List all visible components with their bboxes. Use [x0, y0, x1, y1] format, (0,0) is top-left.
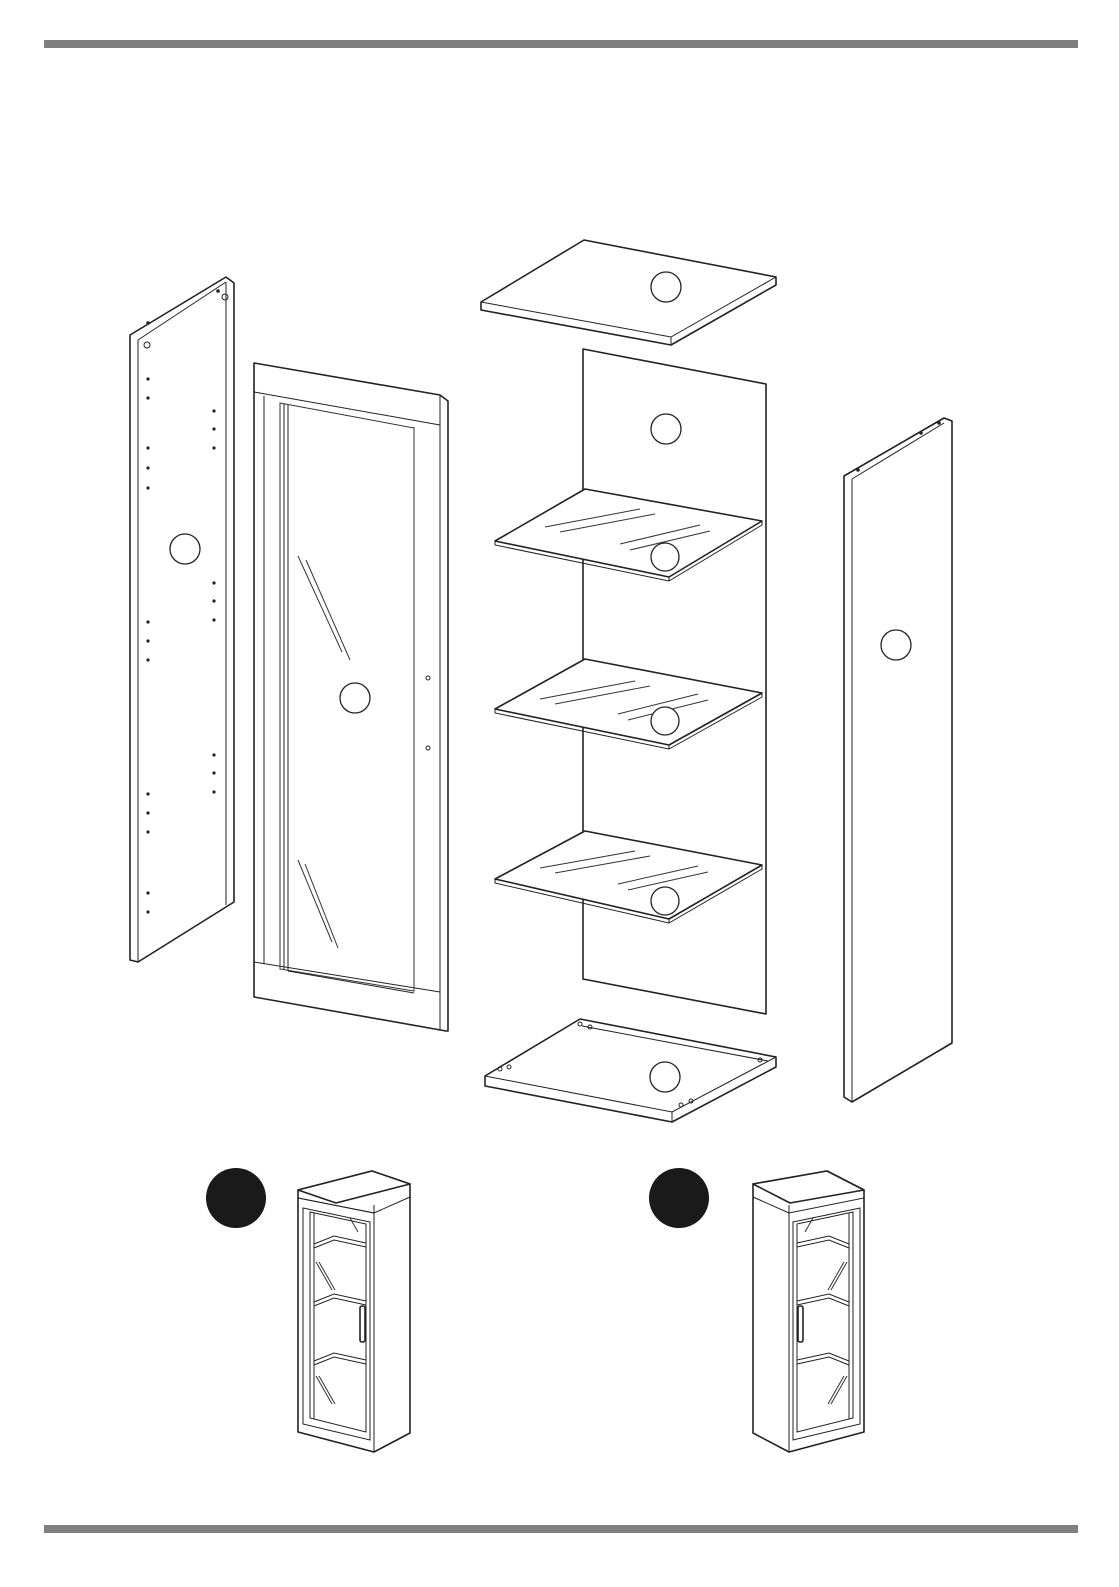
glass-shelf-1-callout — [651, 543, 679, 571]
assembled-cabinet-a — [298, 1171, 410, 1452]
left-side-panel — [130, 277, 234, 962]
front-frame-with-glass-door — [254, 363, 448, 1031]
back-panel-callout — [651, 414, 681, 444]
variant-a-badge — [206, 1168, 266, 1228]
right-side-panel — [844, 418, 952, 1102]
right-side-panel-callout — [881, 630, 911, 660]
bottom-panel-callout — [650, 1062, 680, 1092]
left-side-panel-callout — [170, 534, 200, 564]
assembled-cabinet-b — [753, 1171, 864, 1452]
door-handle-icon — [798, 1306, 803, 1342]
glass-shelf-3-callout — [651, 887, 679, 915]
glass-shelf-2-callout — [651, 707, 679, 735]
bottom-panel — [485, 1019, 776, 1122]
variant-handle-right — [206, 1168, 410, 1452]
variant-handle-left — [649, 1168, 864, 1452]
front-frame-callout — [340, 683, 370, 713]
top-panel-callout — [651, 272, 681, 302]
door-handle-icon — [360, 1306, 365, 1342]
variant-b-badge — [649, 1168, 709, 1228]
top-panel — [481, 240, 776, 345]
